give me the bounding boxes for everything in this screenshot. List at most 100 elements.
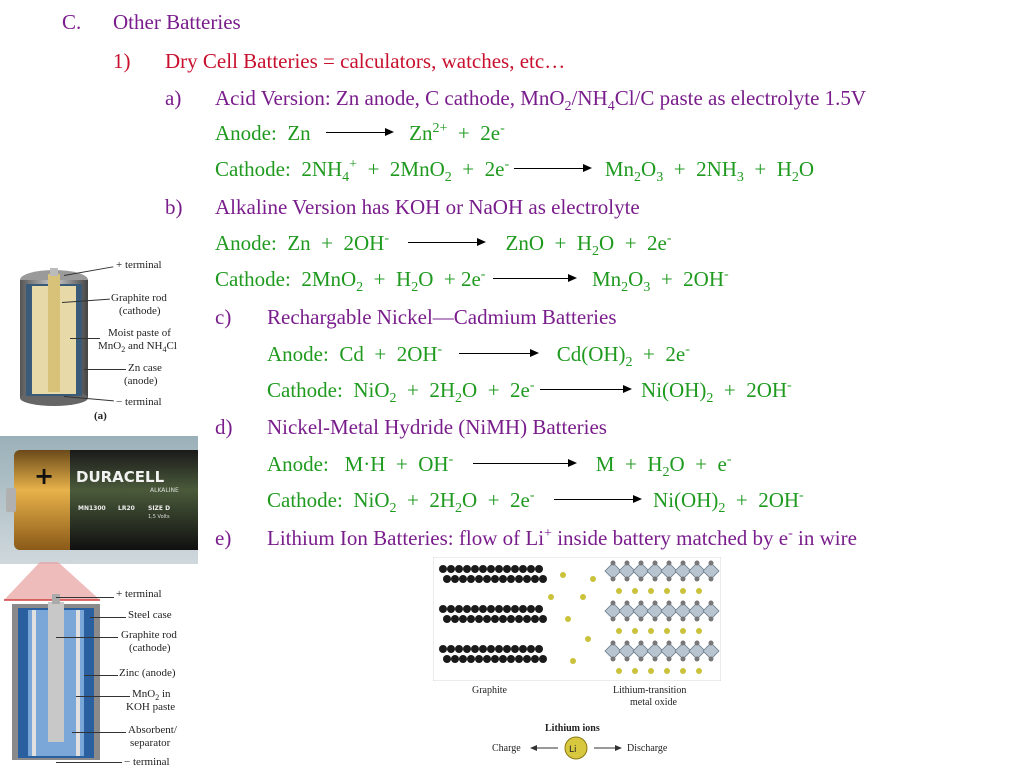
graphite-atom (455, 605, 463, 613)
oxygen-atom (666, 600, 672, 606)
leader-line (84, 369, 126, 370)
label-lithium-ions: Lithium ions (545, 723, 600, 734)
item-c-text: Rechargable Nickel—Cadmium Batteries (267, 305, 617, 329)
oxygen-atom (666, 576, 672, 582)
figure-a-tag: (a) (94, 410, 107, 422)
plus-sign: + (34, 462, 54, 490)
oxygen-atom (624, 560, 630, 566)
graphite-atom (507, 575, 515, 583)
a-cathode-equation: Cathode: 2NH4+ + 2MnO2 + 2e- Mn2O3 + 2NH… (215, 157, 815, 185)
section-title: Other Batteries (113, 10, 241, 34)
lithium-ion-dot (585, 636, 591, 642)
oxygen-atom (610, 560, 616, 566)
graphite-atom (507, 655, 515, 663)
label-mno2-nh4cl: MnO2 and NH4Cl (98, 340, 177, 354)
graphite-atom (495, 565, 503, 573)
oxygen-atom (624, 600, 630, 606)
graphite-atom (443, 575, 451, 583)
graphite-atom (515, 615, 523, 623)
item-e-text: Lithium Ion Batteries: flow of Li+ insid… (267, 526, 857, 550)
oxygen-atom (610, 576, 616, 582)
oxygen-atom (666, 616, 672, 622)
graphite-atom (439, 645, 447, 653)
label-graphite: Graphite (472, 685, 507, 696)
oxygen-atom (638, 600, 644, 606)
oxygen-atom (610, 656, 616, 662)
label-charge: Charge (492, 743, 521, 754)
oxygen-atom (666, 640, 672, 646)
graphite-atom (471, 605, 479, 613)
graphite-atom (499, 615, 507, 623)
intercalated-lithium (664, 588, 670, 594)
oxygen-atom (652, 600, 658, 606)
graphite-atom (499, 575, 507, 583)
graphite-atom (455, 645, 463, 653)
reaction-arrow (472, 452, 577, 476)
item-b-text: Alkaline Version has KOH or NaOH as elec… (215, 195, 640, 219)
graphite-atom (515, 575, 523, 583)
graphite-atom (539, 575, 547, 583)
duracell-battery-image: + DURACELL ALKALINE MN1300 LR20 SIZE D 1… (0, 436, 198, 564)
graphite-atom (527, 605, 535, 613)
oxygen-atom (680, 616, 686, 622)
graphite-atom (507, 615, 515, 623)
item-a-marker: a) (165, 86, 182, 110)
label-plus-terminal: + terminal (116, 259, 162, 271)
lithium-ion-dot (580, 594, 586, 600)
oxygen-atom (638, 656, 644, 662)
reaction-arrow (492, 267, 577, 291)
oxygen-atom (680, 600, 686, 606)
graphite-atom (455, 565, 463, 573)
graphite-atom (535, 565, 543, 573)
graphite-atom (495, 605, 503, 613)
lithium-ion-dot (548, 594, 554, 600)
graphite-atom (539, 615, 547, 623)
oxygen-atom (680, 560, 686, 566)
graphite-atom (467, 575, 475, 583)
label-minus-terminal: − terminal (116, 396, 162, 408)
size-text: SIZE D (148, 505, 170, 512)
intercalated-lithium (632, 588, 638, 594)
li-ion-legend: Li (530, 736, 622, 760)
oxygen-atom (624, 616, 630, 622)
label-plus-terminal-b: + terminal (116, 588, 162, 600)
graphite-atom (475, 615, 483, 623)
graphite-atom (511, 645, 519, 653)
oxygen-atom (666, 560, 672, 566)
oxygen-atom (694, 656, 700, 662)
model-text: MN1300 (78, 505, 106, 512)
graphite-atom (459, 615, 467, 623)
reaction-arrow (459, 342, 540, 366)
graphite-atom (479, 605, 487, 613)
oxygen-atom (708, 560, 714, 566)
oxygen-atom (652, 656, 658, 662)
intercalated-lithium (664, 668, 670, 674)
reaction-arrow (408, 231, 487, 255)
intercalated-lithium (680, 628, 686, 634)
graphite-atom (463, 565, 471, 573)
intercalated-lithium (632, 668, 638, 674)
intercalated-lithium (648, 628, 654, 634)
graphite-atom (447, 605, 455, 613)
item-c-marker: c) (215, 305, 232, 329)
graphite-atom (535, 605, 543, 613)
graphite-atom (503, 645, 511, 653)
item-b-marker: b) (165, 195, 183, 219)
lithium-ion-dot (590, 576, 596, 582)
graphite-atom (527, 645, 535, 653)
lithium-ion-dot (560, 572, 566, 578)
intercalated-lithium (680, 588, 686, 594)
graphite-atom (483, 575, 491, 583)
reaction-arrow (325, 121, 394, 145)
lithium-ion-lattice-image (433, 557, 721, 681)
label-moist-paste: Moist paste of (108, 327, 171, 339)
intercalated-lithium (648, 588, 654, 594)
oxygen-atom (694, 576, 700, 582)
oxygen-atom (610, 600, 616, 606)
oxygen-atom (652, 576, 658, 582)
graphite-atom (495, 645, 503, 653)
oxygen-atom (708, 576, 714, 582)
code-text: LR20 (118, 505, 135, 512)
oxygen-atom (708, 616, 714, 622)
intercalated-lithium (616, 588, 622, 594)
